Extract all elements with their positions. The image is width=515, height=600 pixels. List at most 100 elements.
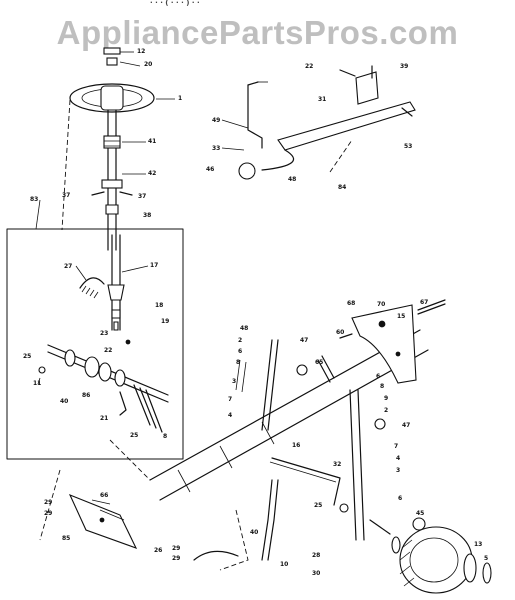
callout-17: 17 — [150, 262, 158, 269]
callout-45: 45 — [416, 510, 424, 517]
callout-22-top: 22 — [305, 63, 313, 70]
drag-link-left — [261, 339, 273, 431]
callout-29-a: 29 — [44, 499, 52, 506]
callout-1: 1 — [178, 95, 182, 102]
callout-8-right: 8 — [380, 383, 384, 390]
callout-6-lower: 6 — [398, 495, 402, 502]
callout-84: 84 — [338, 184, 346, 191]
callout-6-left: 6 — [238, 348, 242, 355]
callout-60: 60 — [336, 329, 344, 336]
callout-47-right: 47 — [402, 422, 410, 429]
lift-lever-assembly — [238, 65, 416, 180]
callout-13: 13 — [474, 541, 482, 548]
callout-7-right: 7 — [394, 443, 398, 450]
spindle-left — [261, 479, 273, 561]
callout-3-left: 3 — [232, 378, 236, 385]
callout-65: 65 — [315, 359, 323, 366]
callout-18: 18 — [155, 302, 163, 309]
callout-48-top: 48 — [288, 176, 296, 183]
tie-rod — [271, 457, 341, 506]
callout-10: 10 — [280, 561, 288, 568]
callout-39: 39 — [400, 63, 408, 70]
handle-knob — [238, 162, 256, 180]
callout-48-left: 48 — [240, 325, 248, 332]
callout-41: 41 — [148, 138, 156, 145]
callout-9: 9 — [384, 395, 388, 402]
callout-29-b: 29 — [44, 510, 52, 517]
pivot-bracket — [351, 304, 417, 384]
callout-7-left: 7 — [228, 396, 232, 403]
callout-20: 20 — [144, 61, 152, 68]
callout-49: 49 — [212, 117, 220, 124]
callout-85: 85 — [62, 535, 70, 542]
steering-bushing — [103, 135, 121, 149]
callout-25-inset-bottom: 25 — [130, 432, 138, 439]
callout-23: 23 — [100, 330, 108, 337]
steering-adapter — [106, 57, 118, 66]
callout-46-top: 46 — [206, 166, 214, 173]
inset-frame — [6, 228, 184, 460]
callout-4-right: 4 — [396, 455, 400, 462]
front-axle-frame — [39, 299, 492, 594]
callout-5: 5 — [484, 555, 488, 562]
callout-37-left: 37 — [62, 192, 70, 199]
callout-66: 66 — [100, 492, 108, 499]
callout-26: 26 — [154, 547, 162, 554]
column-bracket — [101, 179, 123, 189]
callout-42: 42 — [148, 170, 156, 177]
callout-15: 15 — [397, 313, 405, 320]
callout-22-inset: 22 — [104, 347, 112, 354]
callout-8-left: 8 — [236, 359, 240, 366]
steering-wheel-rim — [69, 83, 155, 113]
callout-53: 53 — [404, 143, 412, 150]
callout-30: 30 — [312, 570, 320, 577]
callout-12: 12 — [137, 48, 145, 55]
callout-19: 19 — [161, 318, 169, 325]
axle-lower-edge — [159, 349, 429, 501]
clipped-caption: · · · ( · · · ) · · — [150, 0, 200, 7]
callout-68: 68 — [347, 300, 355, 307]
callout-31: 31 — [318, 96, 326, 103]
callout-86: 86 — [82, 392, 90, 399]
wheel-hub — [463, 553, 477, 583]
front-wheel-tire — [399, 526, 473, 594]
callout-21: 21 — [100, 415, 108, 422]
leader-lines — [75, 51, 249, 281]
callout-labels: 12 20 1 41 42 37 37 38 83 22 39 31 49 33… — [23, 48, 488, 577]
steering-cap — [103, 47, 121, 55]
callout-25-center: 25 — [314, 502, 322, 509]
callout-32: 32 — [333, 461, 341, 468]
spindle-right — [349, 389, 357, 541]
callout-4-left: 4 — [228, 412, 232, 419]
callout-16: 16 — [292, 442, 300, 449]
callout-2-right: 2 — [384, 407, 388, 414]
lift-handle — [261, 149, 295, 171]
callout-83: 83 — [30, 196, 38, 203]
lift-rod — [247, 84, 263, 149]
steering-gear-assembly — [37, 234, 169, 433]
callout-29-c: 29 — [172, 545, 180, 552]
gear-segment — [79, 277, 105, 289]
steering-column — [61, 47, 155, 251]
callout-40-center: 40 — [250, 529, 258, 536]
callout-28: 28 — [312, 552, 320, 559]
callout-29-d: 29 — [172, 555, 180, 562]
callout-37-right: 37 — [138, 193, 146, 200]
bracket-plate — [355, 71, 379, 105]
callout-25-inset: 25 — [23, 353, 31, 360]
axle-upper-edge — [149, 329, 421, 481]
callout-2-left: 2 — [238, 337, 242, 344]
callout-38: 38 — [143, 212, 151, 219]
callout-8-inset: 8 — [163, 433, 167, 440]
callout-6-right: 6 — [376, 373, 380, 380]
callout-11: 11 — [33, 380, 41, 387]
lift-handle-bracket — [277, 101, 416, 151]
pinion-gear — [107, 284, 125, 301]
watermark: AppliancePartsPros.com — [56, 14, 459, 51]
callout-70: 70 — [377, 301, 385, 308]
callout-3-right: 3 — [396, 467, 400, 474]
callout-67: 67 — [420, 299, 428, 306]
callout-40-inset: 40 — [60, 398, 68, 405]
callout-33: 33 — [212, 145, 220, 152]
